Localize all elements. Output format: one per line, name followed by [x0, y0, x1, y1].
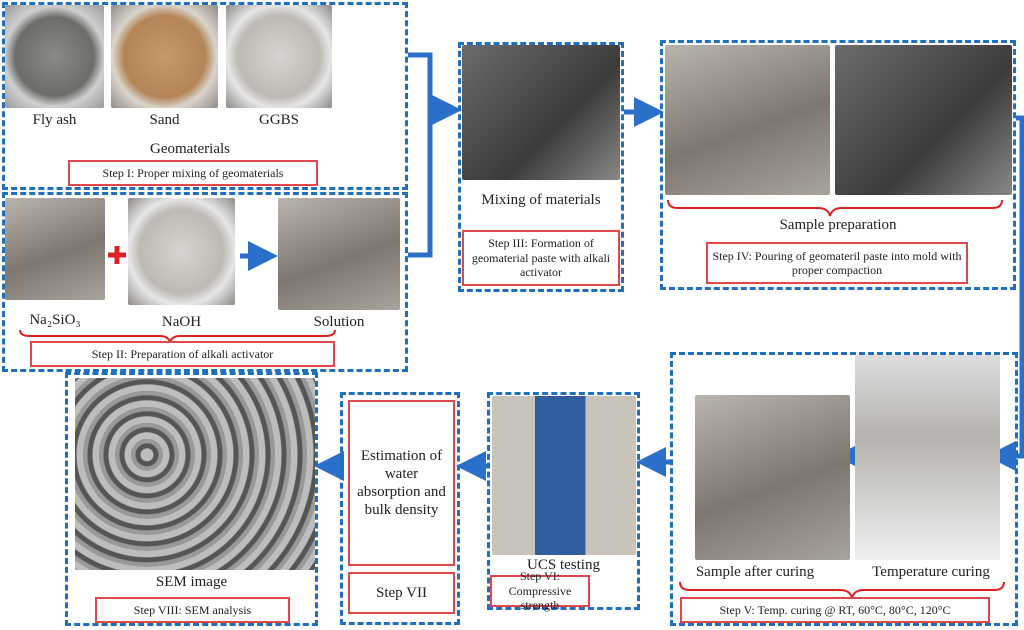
compaction-photo — [835, 45, 1012, 195]
step2-box — [2, 192, 408, 372]
step2-caption: Step II: Preparation of alkali activator — [30, 341, 335, 367]
geomaterials-label: Geomaterials — [150, 141, 230, 157]
mixing-label: Mixing of materials — [481, 192, 601, 208]
ucs-testing-label: UCS testing — [527, 557, 600, 573]
step8-caption: Step VIII: SEM analysis — [95, 597, 290, 623]
step7-text: Estimation of water absorption and bulk … — [348, 400, 455, 566]
step4-caption: Step IV: Pouring of geomateril paste int… — [706, 242, 968, 284]
step1-caption: Step I: Proper mixing of geomaterials — [68, 160, 318, 186]
sand-photo — [111, 5, 218, 108]
step7-box — [340, 392, 460, 625]
ggbs-label: GGBS — [258, 112, 299, 128]
sample-preparation-label: Sample preparation — [779, 217, 897, 233]
step6-caption: Step VI: Compressive strength — [490, 569, 590, 612]
sem-micrograph — [75, 378, 315, 570]
step4-box — [660, 40, 1016, 290]
fly-ash-photo — [5, 5, 104, 108]
ggbs-photo — [226, 5, 332, 108]
oven-photo — [855, 355, 1000, 560]
step3-box — [458, 42, 624, 292]
temperature-curing-label: Temperature curing — [872, 564, 990, 580]
naoh-label: NaOH — [161, 314, 202, 330]
mixing-photo — [462, 45, 620, 180]
merge-connector — [408, 52, 433, 258]
step6-box — [487, 392, 640, 610]
naoh-photo — [128, 198, 235, 305]
molds-photo — [665, 45, 830, 195]
solution-photo — [278, 198, 400, 310]
step7-caption: Step VII — [348, 572, 455, 614]
step3-caption: Step III: Formation of geomaterial paste… — [462, 230, 620, 286]
sodium-silicate-photo — [5, 198, 105, 300]
fly-ash-label: Fly ash — [32, 112, 77, 128]
step1-box — [2, 2, 408, 190]
step5-caption: Step V: Temp. curing @ RT, 60°C, 80°C, 1… — [680, 597, 990, 623]
cured-samples-photo — [695, 395, 850, 560]
step5-box — [670, 352, 1018, 626]
sodium-silicate-label: Na₂SiO₃ — [29, 312, 81, 328]
ucs-machine-photo — [492, 396, 636, 555]
sand-label: Sand — [149, 112, 180, 128]
solution-label: Solution — [313, 314, 365, 330]
sem-image-label: SEM image — [155, 574, 228, 590]
step8-box — [65, 372, 318, 626]
sample-after-curing-label: Sample after curing — [695, 564, 815, 580]
